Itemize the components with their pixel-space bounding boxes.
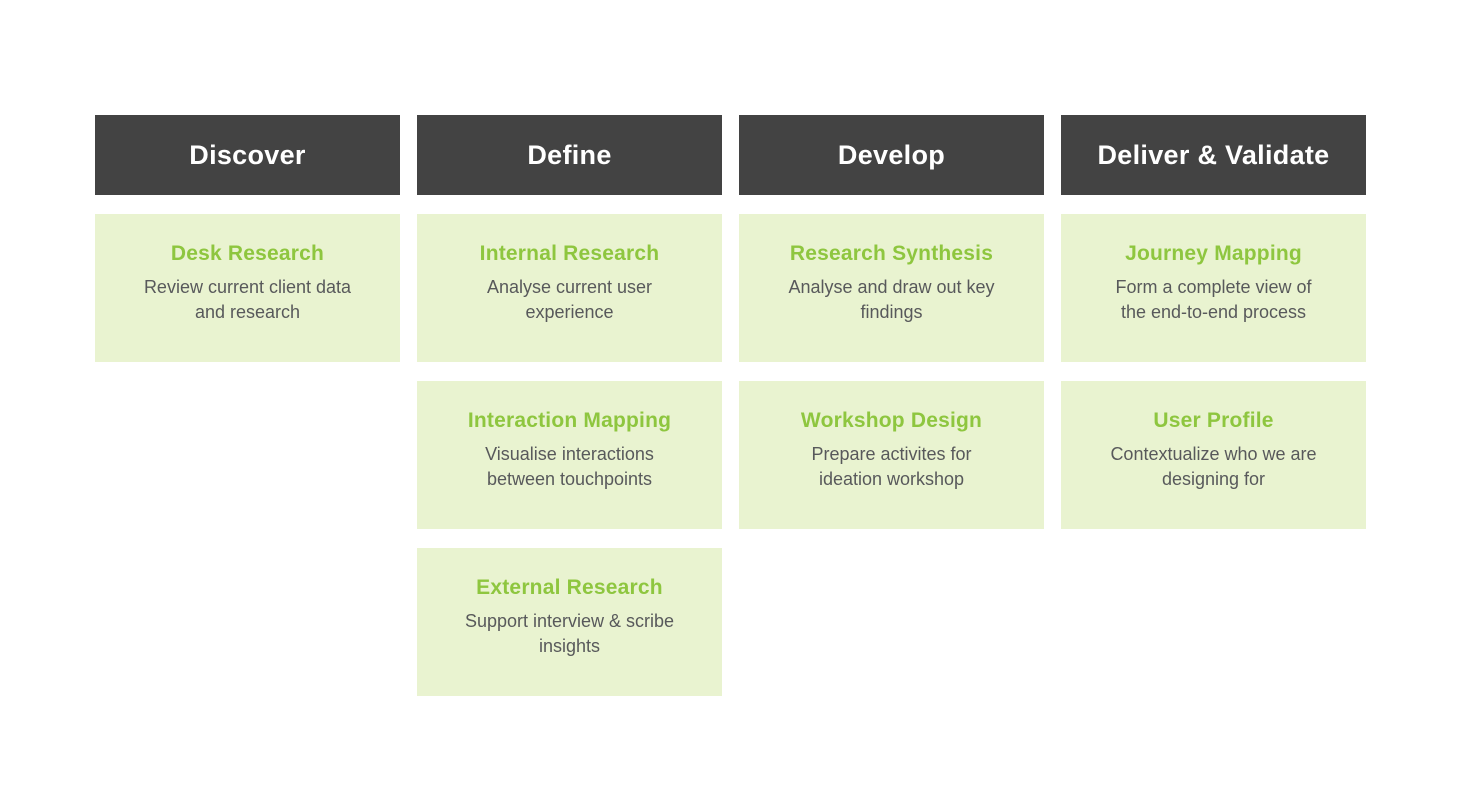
column-header-define: Define (417, 115, 722, 195)
card-journey-mapping: Journey Mapping Form a complete view of … (1061, 214, 1366, 362)
column-discover: Discover Desk Research Review current cl… (95, 115, 400, 696)
column-header-develop: Develop (739, 115, 1044, 195)
card-external-research: External Research Support interview & sc… (417, 548, 722, 696)
card-description: Review current client data and research (143, 277, 352, 322)
card-desk-research: Desk Research Review current client data… (95, 214, 400, 362)
card-description: Prepare activites for ideation workshop (811, 444, 972, 489)
column-deliver-validate: Deliver & Validate Journey Mapping Form … (1061, 115, 1366, 696)
card-description: Analyse current user experience (486, 277, 653, 322)
card-user-profile: User Profile Contextualize who we are de… (1061, 381, 1366, 529)
card-description: Form a complete view of the end-to-end p… (1115, 277, 1312, 322)
column-develop: Develop Research Synthesis Analyse and d… (739, 115, 1044, 696)
design-process-board: Discover Desk Research Review current cl… (95, 115, 1366, 696)
column-header-deliver-validate: Deliver & Validate (1061, 115, 1366, 195)
card-title: Workshop Design (800, 409, 983, 432)
column-define: Define Internal Research Analyse current… (417, 115, 722, 696)
card-title: Research Synthesis (789, 242, 994, 265)
card-title: Internal Research (479, 242, 660, 265)
card-title: Interaction Mapping (467, 409, 672, 432)
card-title: User Profile (1153, 409, 1274, 432)
column-header-label: Deliver & Validate (1097, 139, 1330, 170)
column-header-label: Discover (189, 139, 306, 170)
column-header-label: Define (527, 139, 612, 170)
card-workshop-design: Workshop Design Prepare activites for id… (739, 381, 1044, 529)
card-title: External Research (476, 576, 663, 599)
card-title: Desk Research (170, 242, 325, 265)
card-description: Contextualize who we are designing for (1110, 444, 1317, 489)
column-header-label: Develop (837, 139, 946, 170)
card-internal-research: Internal Research Analyse current user e… (417, 214, 722, 362)
card-research-synthesis: Research Synthesis Analyse and draw out … (739, 214, 1044, 362)
card-description: Analyse and draw out key findings (788, 277, 995, 322)
column-header-discover: Discover (95, 115, 400, 195)
card-description: Support interview & scribe insights (464, 611, 675, 656)
card-description: Visualise interactions between touchpoin… (485, 444, 654, 489)
card-title: Journey Mapping (1125, 242, 1302, 265)
card-interaction-mapping: Interaction Mapping Visualise interactio… (417, 381, 722, 529)
